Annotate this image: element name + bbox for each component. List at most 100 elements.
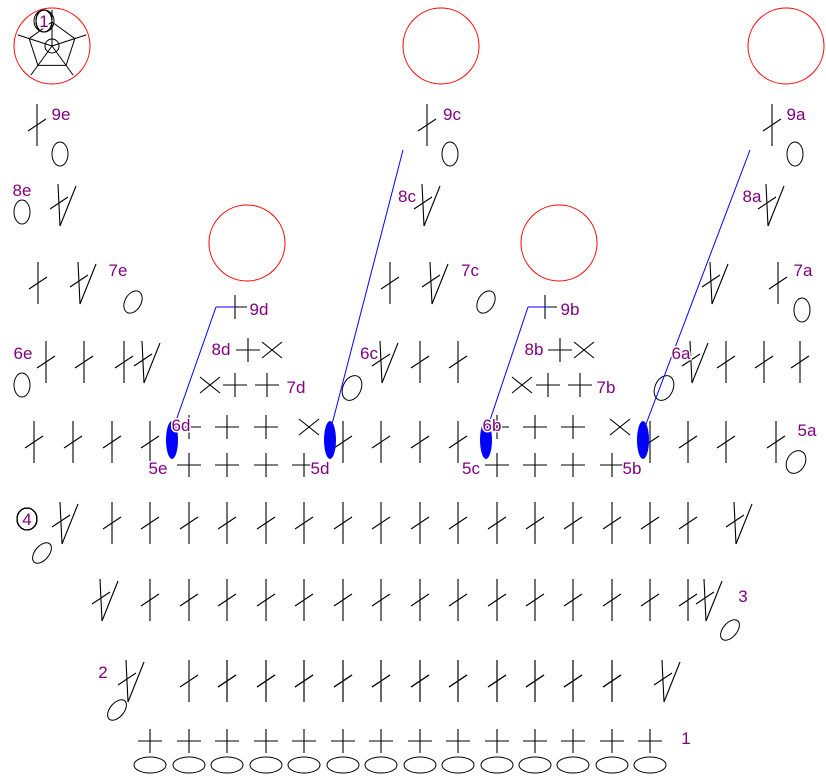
magic-ring [13,7,91,85]
stitch-stroke [487,516,507,530]
stitch-stroke [640,593,660,607]
stitch-stroke [511,376,533,394]
stitch-stroke [379,340,383,384]
chain-stitch-symbol [480,756,514,774]
crossed-stitch-symbol [609,418,631,436]
stitch-stroke [563,593,583,607]
row-label-8b: 8b [525,340,544,359]
row-label-6a: 6a [672,344,691,363]
stitch-stroke [609,418,631,436]
stitch-stroke [757,196,777,210]
stitch-stroke [448,355,468,369]
stitch-stroke [294,593,314,607]
stitch-stroke [421,183,425,227]
half-double-crochet-symbol [448,341,468,383]
single-crochet-symbol [331,729,355,753]
stitch-stroke [417,118,437,132]
stitch-stroke [525,516,545,530]
row-label-2: 2 [98,663,107,682]
half-double-crochet-symbol [27,104,47,146]
single-crochet-symbol [369,729,393,753]
stitch-stroke [294,516,314,530]
row-label-8e: 8e [13,181,32,200]
half-double-crochet-symbol [640,579,660,621]
increase-symbol [371,340,399,384]
stitch-stroke [114,355,134,369]
single-crochet-symbol [523,453,547,477]
stitch-stroke [256,674,276,688]
single-crochet-symbol [177,415,201,439]
stitch-stroke [413,196,433,210]
chain-stitch-symbol [51,141,69,167]
stitch-stroke [371,435,391,449]
row-label-5d: 5d [311,459,330,478]
chain-stitch-symbol [341,375,363,401]
crossed-stitch-symbol [199,376,221,394]
stitch-stroke [333,435,353,449]
stitch-stroke [689,340,693,384]
half-double-crochet-symbol [294,579,314,621]
chain-stitch-symbol [364,756,398,774]
stitch-stroke [681,353,701,367]
single-crochet-symbol [215,415,239,439]
row-label-3: 3 [738,587,747,606]
half-double-crochet-symbol [28,262,48,304]
row-label-4: 4 [22,510,31,529]
stitch-stroke [117,672,137,686]
stitch-stroke [709,261,713,305]
magic-ring-layer [13,7,825,282]
half-double-crochet-symbol [716,421,736,463]
stitch-stroke [217,674,237,688]
row-label-6d: 6d [172,416,191,435]
row-label-9b: 9b [561,300,580,319]
magic-ring [402,7,480,85]
single-crochet-symbol [254,729,278,753]
stitch-stroke [179,516,199,530]
increase-symbol [421,261,449,305]
stitch-stroke [448,435,468,449]
stitch-stroke [333,516,353,530]
chain-stitch-symbol [441,141,459,167]
stitch-stroke [410,435,430,449]
chain-stitches-layer [13,141,811,774]
stitch-stroke [125,659,129,703]
chain-stitch-symbol [403,756,437,774]
row-label-5b: 5b [623,459,642,478]
stitch-stroke [678,435,698,449]
increase-symbol [701,261,729,305]
stitch-symbols-layer [17,10,810,753]
chain-stitch-symbol [653,375,675,401]
stitch-stroke [678,516,698,530]
stitch-stroke [765,183,769,227]
connector-line [485,306,529,433]
row-labels-layer: 1 1 2 3 4 5a 5b 5c 5d 5e 6a 6b 6c 6d 6e … [11,9,818,750]
half-double-crochet-symbol [179,502,199,544]
chain-stitch-symbol [249,756,283,774]
label-circle [16,507,38,531]
crossed-stitch-symbol [261,341,283,359]
half-double-crochet-symbol [410,579,430,621]
half-double-crochet-symbol [140,579,160,621]
stitch-stroke [24,435,44,449]
stitch-stroke [733,501,737,545]
stitch-stroke [695,591,715,605]
stitch-stroke [27,118,47,132]
stitch-stroke [217,593,237,607]
chain-stitch-symbol [556,756,590,774]
single-crochet-symbol [523,415,547,439]
stitch-stroke [99,578,103,622]
stitch-stroke [431,263,449,305]
half-double-crochet-symbol [525,502,545,544]
stitch-stroke [790,355,810,369]
ring-pentagon [28,21,76,66]
half-double-crochet-symbol [448,579,468,621]
stitch-stroke [563,516,583,530]
chain-stitch-symbol [793,297,811,323]
single-crochet-symbol [485,453,509,477]
ring-spoke [51,45,74,76]
stitch-stroke [102,435,122,449]
connector-line [329,149,404,433]
connector-line [642,149,751,433]
crossed-stitch-symbol [573,341,595,359]
join-marker [166,421,178,459]
